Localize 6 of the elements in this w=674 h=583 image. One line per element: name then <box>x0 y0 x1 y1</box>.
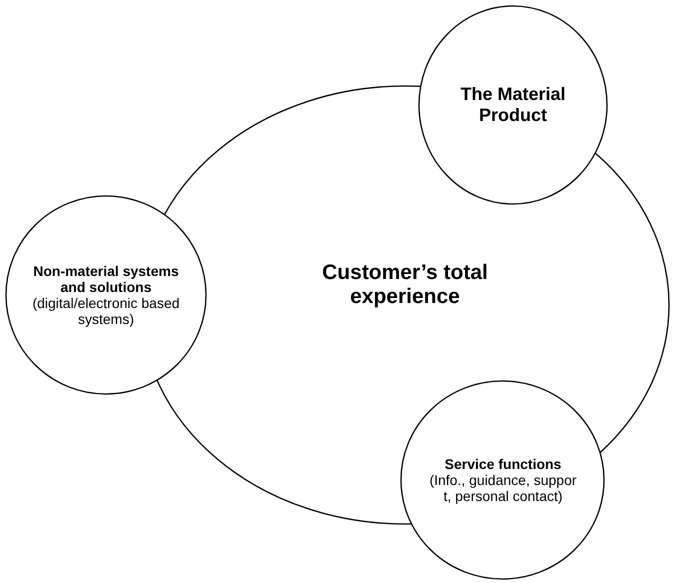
circle-heading: Customer’s total experience <box>321 261 489 309</box>
circle-body-text: (digital/electronic based systems) <box>31 295 181 327</box>
circle-heading: The Material Product <box>459 84 567 126</box>
circle-heading: Non-material systems and solutions <box>32 263 180 295</box>
circle-body-text: (Info., guidance, support, personal contact) <box>428 472 578 504</box>
circle-heading: Service functions <box>444 456 562 472</box>
